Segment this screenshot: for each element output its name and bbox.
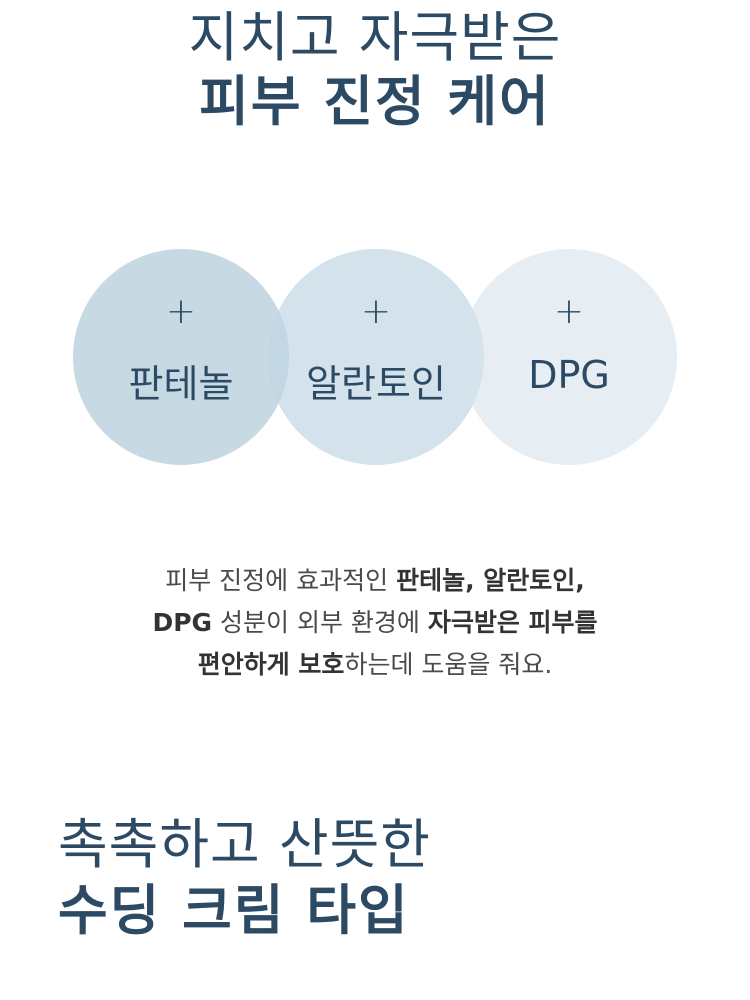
ingredient-name: DPG [528, 353, 610, 397]
body-text: 피부 진정에 효과적인 [165, 566, 397, 595]
title-line-1: 지치고 자극받은 [188, 6, 562, 69]
body-text: 성분이 외부 환경에 [212, 608, 428, 637]
plus-icon: + [360, 291, 392, 332]
section-title-2: 촉촉하고 산뜻한 수딩 크림 타입 [58, 812, 431, 944]
body-text: 하는데 도움을 줘요. [344, 650, 553, 679]
title-line-2: 피부 진정 케어 [199, 70, 551, 133]
highlight-text: 판테놀, 알란토인, [396, 566, 585, 595]
ingredient-circle-dpg: + DPG [461, 249, 677, 465]
section-title: 지치고 자극받은 피부 진정 케어 [0, 6, 750, 134]
title-line-2: 수딩 크림 타입 [58, 879, 410, 942]
ingredient-circle-panthenol: + 판테놀 [73, 249, 289, 465]
plus-icon: + [165, 291, 197, 332]
highlight-text: 자극받은 피부를 [427, 608, 598, 637]
description-line: DPG 성분이 외부 환경에 자극받은 피부를 [0, 602, 750, 644]
title-line-1: 촉촉하고 산뜻한 [58, 813, 431, 876]
ingredient-name: 판테놀 [128, 362, 234, 406]
ingredient-circle-allantoin: + 알란토인 [268, 249, 484, 465]
highlight-text: 편안하게 보호 [197, 650, 345, 679]
description-line: 편안하게 보호하는데 도움을 줘요. [0, 644, 750, 686]
description: 피부 진정에 효과적인 판테놀, 알란토인, DPG 성분이 외부 환경에 자극… [0, 560, 750, 686]
description-line: 피부 진정에 효과적인 판테놀, 알란토인, [0, 560, 750, 602]
highlight-text: DPG [152, 608, 213, 637]
plus-icon: + [553, 291, 585, 332]
ingredient-name: 알란토인 [306, 362, 446, 406]
